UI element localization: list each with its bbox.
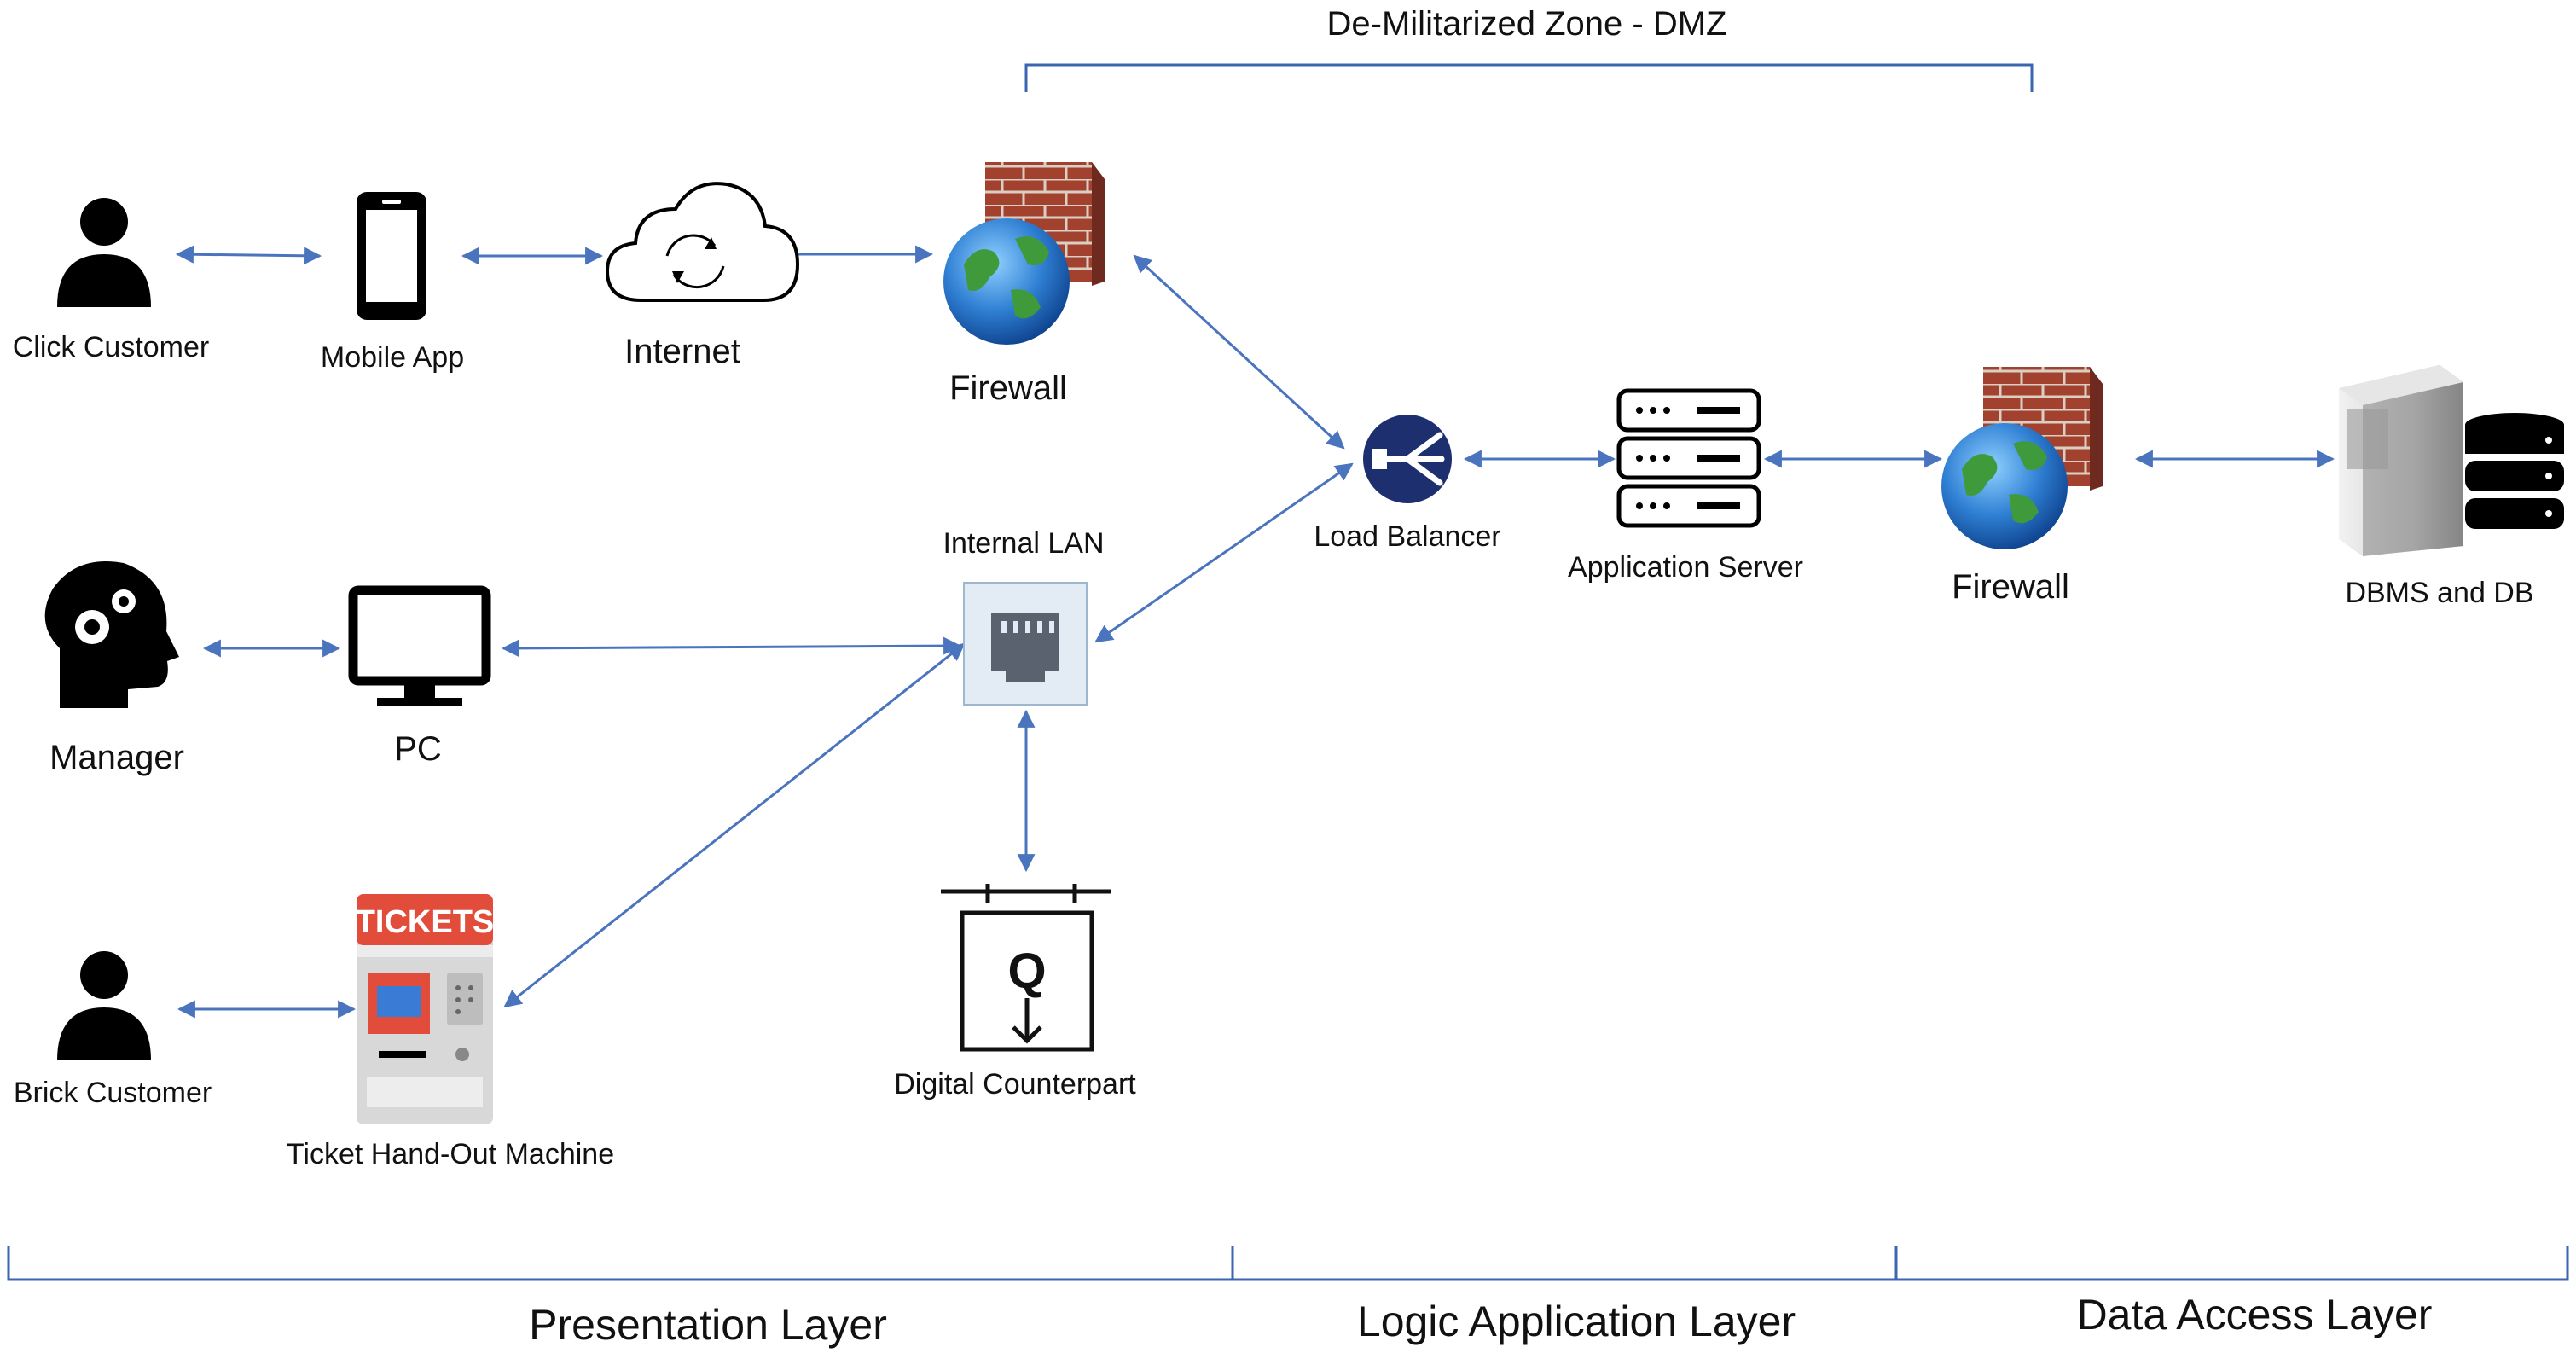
ticket-machine-label: Ticket Hand-Out Machine [286, 1138, 615, 1170]
brick-customer-label: Brick Customer [13, 1077, 212, 1109]
data-access-layer-label: Data Access Layer [2076, 1291, 2433, 1338]
ticket-machine-icon [357, 894, 493, 1124]
internal-lan-label: Internal LAN [943, 527, 1105, 560]
connector-lan-lb [1094, 462, 1354, 643]
smartphone-icon [357, 192, 426, 320]
person-icon [57, 951, 151, 1060]
person-icon [57, 198, 151, 307]
layer-brackets [7, 1246, 2569, 1281]
application-server-icon [1616, 388, 1761, 528]
ticket-sign-text: TICKETS [356, 904, 495, 940]
application-server-label: Application Server [1568, 551, 1803, 584]
monitor-icon [348, 585, 491, 706]
connector-lan-ticket [503, 642, 966, 1008]
dmz-bracket [1024, 63, 2034, 92]
manager-gears-icon [44, 561, 179, 708]
presentation-layer-label: Presentation Layer [529, 1301, 887, 1349]
manager-label: Manager [49, 739, 184, 776]
firewall-icon [943, 162, 1105, 345]
firewall-front-label: Firewall [949, 369, 1067, 407]
digital-counterpart-label: Digital Counterpart [894, 1068, 1136, 1100]
mobile-app-label: Mobile App [320, 341, 465, 374]
click-customer-label: Click Customer [12, 331, 210, 363]
queue-letter: Q [1007, 944, 1046, 999]
connector-customer-mobile [175, 245, 322, 265]
connector-firewall-lb [1133, 254, 1345, 450]
dbms-label: DBMS and DB [2345, 577, 2534, 609]
load-balancer-icon [1363, 415, 1452, 503]
dmz-label: De-Militarized Zone - DMZ [1326, 5, 1727, 43]
connector-pc-lan [501, 636, 962, 658]
queue-sign-icon [941, 884, 1111, 1052]
logic-layer-label: Logic Application Layer [1356, 1298, 1796, 1345]
network-port-icon [963, 582, 1088, 706]
firewall-back-label: Firewall [1952, 568, 2069, 606]
connectors [175, 245, 2335, 1019]
firewall-icon [1941, 367, 2103, 549]
pc-label: PC [394, 730, 442, 768]
database-server-icon [2339, 365, 2564, 556]
load-balancer-label: Load Balancer [1314, 520, 1501, 553]
cloud-icon [605, 182, 800, 302]
internet-label: Internet [624, 333, 740, 370]
